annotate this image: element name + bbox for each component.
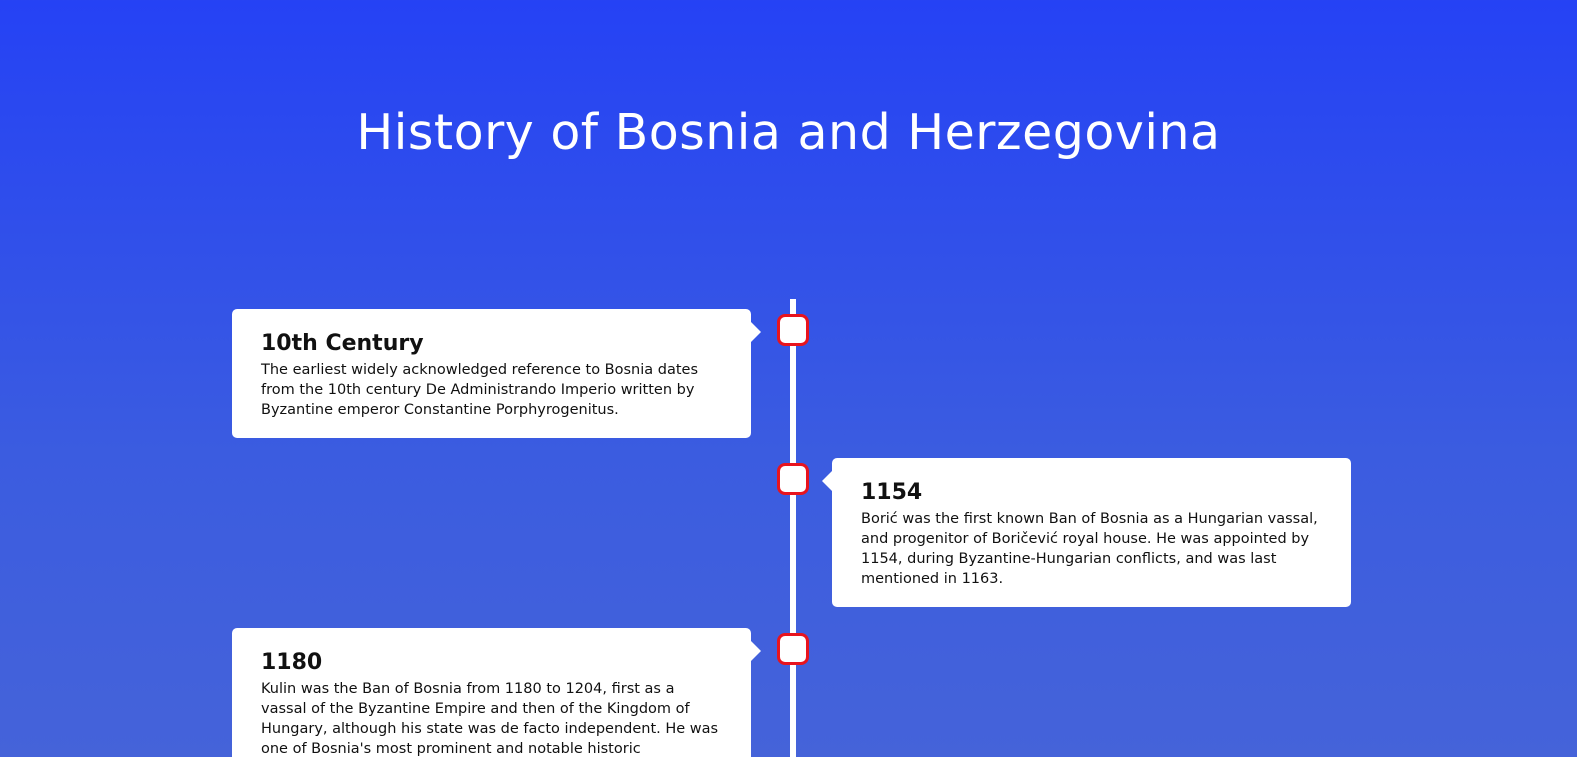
timeline-card: 1154 Borić was the first known Ban of Bo…	[822, 458, 1351, 607]
timeline-marker	[777, 633, 809, 665]
page-title: History of Bosnia and Herzegovina	[356, 104, 1221, 161]
timeline-card: 1180 Kulin was the Ban of Bosnia from 11…	[232, 628, 761, 757]
timeline-marker	[777, 314, 809, 346]
card-title: 10th Century	[261, 331, 424, 356]
card-text: The earliest widely acknowledged referen…	[261, 362, 699, 418]
timeline-line	[790, 299, 796, 757]
card-title: 1154	[861, 480, 923, 505]
timeline-card: 10th Century The earliest widely acknowl…	[232, 309, 761, 438]
timeline: 10th Century The earliest widely acknowl…	[0, 299, 1577, 757]
timeline-marker	[777, 463, 809, 495]
card-text: Kulin was the Ban of Bosnia from 1180 to…	[261, 681, 719, 757]
card-text: Borić was the first known Ban of Bosnia …	[861, 511, 1318, 587]
card-title: 1180	[261, 650, 323, 675]
